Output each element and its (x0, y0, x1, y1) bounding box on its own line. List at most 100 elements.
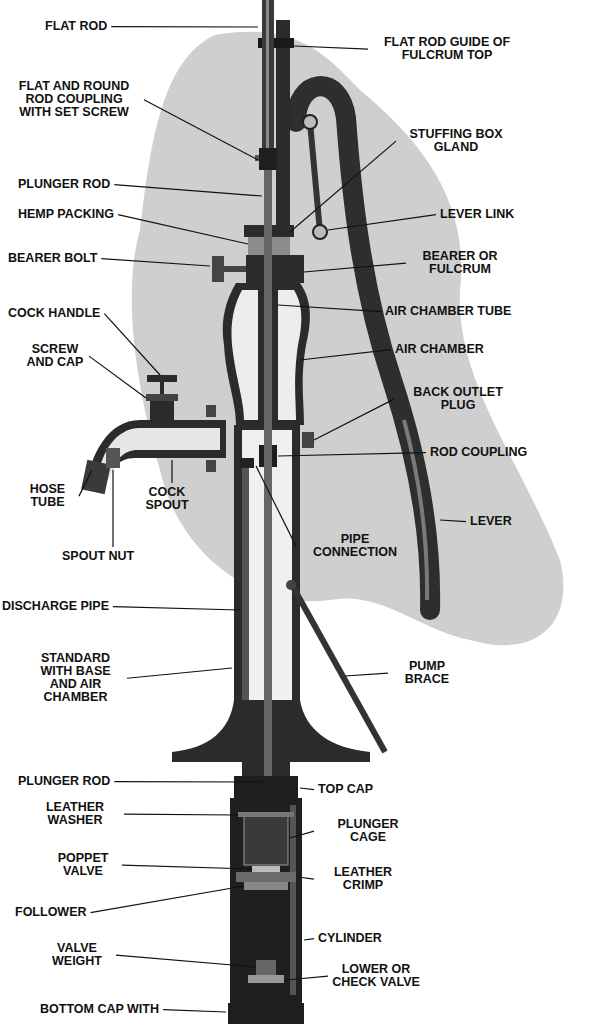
bearer-bolt (212, 256, 224, 282)
spout-nut (106, 448, 120, 468)
leader-line (127, 668, 232, 678)
spout-bore (98, 428, 220, 478)
part-label: BOTTOM CAP WITH (40, 1003, 159, 1016)
leader-line (163, 1010, 226, 1012)
part-label: ROD COUPLING (430, 446, 527, 459)
part-label: FOLLOWER (15, 906, 87, 919)
flange-bolt (206, 405, 216, 417)
part-label: LEATHER CRIMP (318, 866, 408, 892)
back-outlet-plug (302, 432, 314, 448)
leader-line (79, 470, 92, 496)
part-label: PIPE CONNECTION (300, 533, 410, 559)
leader-line (118, 215, 248, 244)
link-pin (313, 225, 327, 239)
cock-body (150, 398, 174, 422)
shadow-ground (132, 32, 564, 645)
leader-line (122, 865, 252, 869)
leader-line (114, 781, 262, 783)
flat-rod-stripe (266, 0, 269, 150)
follower (244, 882, 288, 890)
leader-line (304, 939, 314, 940)
valve-weight (256, 960, 276, 975)
leader-line (116, 955, 256, 967)
leader-line (345, 673, 388, 676)
plunger-cage (244, 815, 288, 865)
part-label: FLAT ROD GUIDE OF FULCRUM TOP (372, 36, 522, 62)
part-label: BACK OUTLET PLUG (398, 386, 518, 412)
cock-handle (147, 375, 177, 382)
part-label: FLAT ROD (45, 20, 107, 33)
lever-highlight (404, 420, 427, 600)
pipe-connection (240, 458, 254, 468)
cylinder (230, 798, 302, 1003)
screw-and-cap (146, 394, 178, 401)
lever-link (310, 122, 320, 232)
leader-line (113, 607, 240, 610)
part-label: CYLINDER (318, 932, 382, 945)
leader-line (256, 466, 296, 546)
part-label: PLUNGER ROD (18, 775, 110, 788)
part-label: STUFFING BOX GLAND (400, 128, 512, 154)
part-label: DISCHARGE PIPE (2, 600, 109, 613)
leader-line (278, 453, 426, 456)
part-label: AIR CHAMBER (395, 343, 484, 356)
leader-line (124, 814, 238, 816)
part-label: COCK HANDLE (8, 307, 100, 320)
leader-line (104, 314, 160, 375)
leader-line (294, 46, 368, 49)
leader-line (144, 100, 258, 160)
leader-line (101, 259, 210, 266)
leather-crimp (236, 872, 296, 882)
part-label: SCREW AND CAP (25, 343, 85, 369)
leader-line (300, 350, 391, 360)
part-label: PLUNGER ROD (18, 178, 110, 191)
flat-rod (262, 0, 274, 152)
part-label: POPPET VALVE (48, 852, 118, 878)
leader-line (304, 263, 406, 272)
leader-line (91, 886, 244, 913)
leader-line (328, 215, 436, 230)
part-label: LOWER OR CHECK VALVE (332, 963, 420, 989)
leader-line (112, 470, 113, 547)
part-label: BEARER OR FULCRUM (410, 250, 510, 276)
bottom-cap (228, 1003, 304, 1024)
part-label: VALVE WEIGHT (42, 942, 112, 968)
leader-line (298, 877, 314, 879)
lever-pin (303, 115, 317, 129)
leader-line (111, 26, 258, 28)
leather-washer (238, 812, 294, 817)
part-label: SPOUT NUT (62, 550, 134, 563)
poppet-valve (252, 866, 280, 872)
part-label: LEATHER WASHER (30, 801, 120, 827)
leader-line (300, 788, 314, 790)
part-label: HOSE TUBE (20, 483, 75, 509)
leader-line (89, 356, 146, 398)
part-label: LEVER LINK (440, 208, 514, 221)
leader-line (114, 185, 262, 196)
top-cap (234, 776, 298, 798)
part-label: PUMP BRACE (392, 660, 462, 686)
part-label: PLUNGER CAGE (318, 818, 418, 844)
leader-line (290, 831, 314, 838)
leader-line (440, 520, 466, 522)
leader-line (286, 976, 328, 980)
rod-coupling-top (259, 148, 277, 170)
cylinder-highlight (290, 805, 296, 995)
part-label: BEARER BOLT (8, 252, 97, 265)
check-valve (248, 975, 284, 983)
bearer (246, 255, 304, 283)
brace-bolt (286, 580, 296, 590)
pump-brace (292, 585, 385, 752)
part-label: LEVER (470, 515, 512, 528)
part-label: COCK SPOUT (132, 486, 202, 512)
leader-line (290, 141, 396, 232)
flange-bolt (206, 460, 216, 472)
part-label: AIR CHAMBER TUBE (385, 305, 511, 318)
cock-stem (160, 381, 164, 394)
bearer-bolt-shank (224, 266, 246, 272)
part-label: TOP CAP (318, 783, 373, 796)
leader-line (171, 460, 172, 483)
part-label: HEMP PACKING (18, 208, 114, 221)
discharge-pipe (242, 462, 249, 705)
